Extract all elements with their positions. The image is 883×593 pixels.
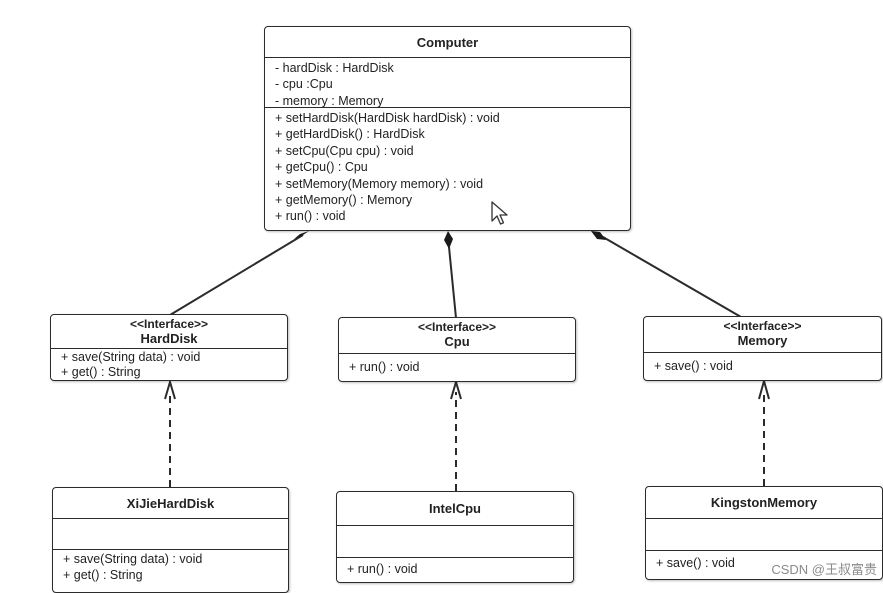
class-name: XiJieHardDisk [126, 496, 215, 511]
class-xijie-title: XiJieHardDisk [53, 488, 288, 519]
methods-section: + run() : void [339, 354, 575, 375]
method-line: + get() : String [61, 365, 141, 380]
method-line: + save() : void [656, 556, 735, 570]
method-line: + save() : void [654, 359, 733, 373]
method-line: + run() : void [347, 562, 418, 576]
class-computer-title: Computer [265, 27, 630, 58]
interface-cpu[interactable]: <<Interface>> Cpu + run() : void [338, 317, 576, 382]
class-intel-title: IntelCpu [337, 492, 573, 526]
methods-section: + save(String data) : void + get() : Str… [51, 349, 287, 379]
methods-section: + save(String data) : void + get() : Str… [53, 550, 288, 584]
composition-link-memory [602, 236, 742, 318]
attribute-line: - memory : Memory [275, 93, 384, 108]
methods-section: + setHardDisk(HardDisk hardDisk) : void … [265, 108, 630, 225]
interface-harddisk-title: <<Interface>> HardDisk [51, 315, 287, 349]
class-name: Memory [737, 333, 788, 348]
method-line: + run() : void [275, 209, 346, 224]
interface-harddisk[interactable]: <<Interface>> HardDisk + save(String dat… [50, 314, 288, 381]
realization-arrow-harddisk [164, 378, 176, 400]
attribute-line: - cpu :Cpu [275, 77, 333, 92]
interface-memory-title: <<Interface>> Memory [644, 317, 881, 353]
composition-link-cpu [448, 246, 457, 319]
realization-arrow-memory [758, 377, 770, 400]
realization-arrow-cpu [450, 378, 462, 400]
class-kingston-title: KingstonMemory [646, 487, 882, 519]
methods-section: + run() : void [337, 558, 573, 577]
stereotype-label: <<Interface>> [723, 319, 802, 333]
composition-diamond-memory [591, 231, 606, 240]
class-name: HardDisk [140, 331, 198, 346]
method-line: + setCpu(Cpu cpu) : void [275, 143, 414, 158]
method-line: + getMemory() : Memory [275, 193, 413, 208]
method-line: + get() : String [63, 568, 143, 583]
composition-diamond-cpu [444, 231, 453, 249]
attributes-section: - hardDisk : HardDisk - cpu :Cpu - memor… [265, 58, 630, 108]
class-name: Cpu [444, 334, 470, 349]
method-line: + run() : void [349, 360, 420, 374]
method-line: + save(String data) : void [63, 552, 203, 566]
class-name: KingstonMemory [710, 495, 818, 510]
method-line: + getCpu() : Cpu [275, 160, 368, 175]
method-line: + save(String data) : void [61, 350, 201, 364]
composition-diamond-harddisk [294, 231, 309, 239]
class-xijiehardisk[interactable]: XiJieHardDisk + save(String data) : void… [52, 487, 289, 593]
method-line: + getHardDisk() : HardDisk [275, 127, 425, 142]
composition-link-harddisk [169, 234, 304, 316]
stereotype-label: <<Interface>> [129, 317, 209, 331]
interface-cpu-title: <<Interface>> Cpu [339, 318, 575, 354]
mouse-pointer-icon [491, 201, 508, 225]
class-kingstonmemory[interactable]: KingstonMemory + save() : void [645, 486, 883, 580]
methods-section: + save() : void [646, 551, 882, 571]
methods-section: + save() : void [644, 353, 881, 374]
watermark: CSDN @王叔富贵 [769, 559, 879, 578]
attributes-section [337, 526, 573, 558]
stereotype-label: <<Interface>> [417, 320, 497, 334]
attribute-line: - hardDisk : HardDisk [275, 61, 394, 75]
class-name: Computer [416, 35, 479, 50]
class-name: IntelCpu [429, 501, 481, 516]
attributes-section [646, 519, 882, 551]
interface-memory[interactable]: <<Interface>> Memory + save() : void [643, 316, 882, 381]
attributes-section [53, 519, 288, 550]
class-intelcpu[interactable]: IntelCpu + run() : void [336, 491, 574, 583]
class-computer[interactable]: Computer - hardDisk : HardDisk - cpu :Cp… [264, 26, 631, 231]
method-line: + setHardDisk(HardDisk hardDisk) : void [275, 111, 500, 125]
method-line: + setMemory(Memory memory) : void [275, 176, 484, 191]
